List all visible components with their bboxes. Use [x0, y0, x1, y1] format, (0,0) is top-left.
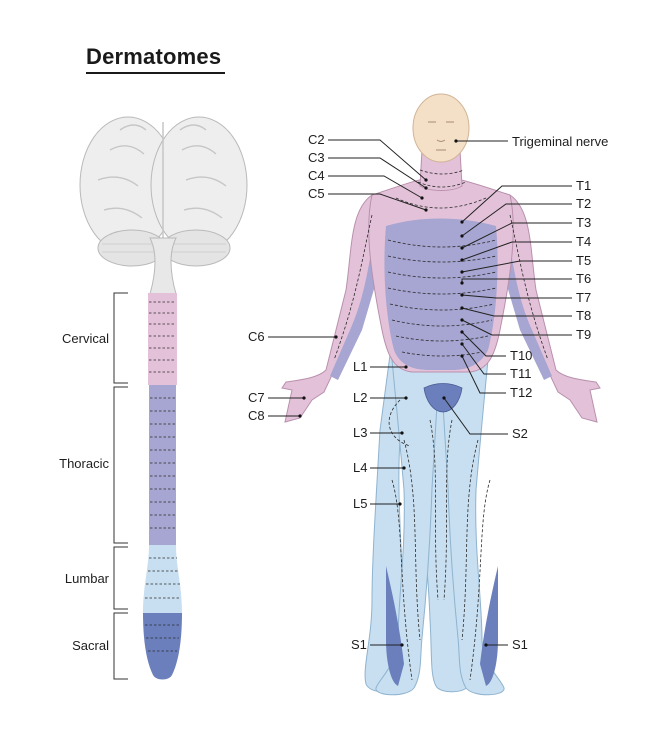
label-c4: C4: [308, 168, 325, 183]
label-l5: L5: [353, 496, 367, 511]
label-t8: T8: [576, 308, 591, 323]
label-l2: L2: [353, 390, 367, 405]
label-c5: C5: [308, 186, 325, 201]
cord-thoracic: [149, 385, 176, 545]
bracket-sacral: [113, 612, 128, 680]
label-s2: S2: [512, 426, 528, 441]
region-label-lumbar: Lumbar: [65, 571, 110, 586]
label-t9: T9: [576, 327, 591, 342]
label-t11: T11: [510, 366, 531, 381]
label-s1-left: S1: [351, 637, 367, 652]
region-label-sacral: Sacral: [72, 638, 109, 653]
cord-cervical: [148, 293, 177, 385]
label-l1: L1: [353, 359, 367, 374]
head: [412, 93, 470, 163]
label-l4: L4: [353, 460, 367, 475]
label-t2: T2: [576, 196, 591, 211]
label-t6: T6: [576, 271, 591, 286]
label-t10: T10: [510, 348, 532, 363]
label-t1: T1: [576, 178, 591, 193]
brain: [79, 116, 248, 295]
label-c6: C6: [248, 329, 265, 344]
right-s1-strip: [480, 566, 498, 686]
right-arm: [509, 194, 601, 423]
bracket-cervical: [113, 292, 128, 384]
label-c2: C2: [308, 132, 325, 147]
label-trigeminal-nerve: Trigeminal nerve: [512, 134, 608, 149]
title-underline: [86, 72, 225, 74]
label-t5: T5: [576, 253, 591, 268]
cord-sacral: [143, 613, 182, 680]
label-c7: C7: [248, 390, 265, 405]
left-s1-strip: [386, 566, 404, 686]
region-brackets: [113, 292, 128, 680]
right-leaders: [442, 139, 572, 647]
label-t12: T12: [510, 385, 532, 400]
page-title: Dermatomes: [86, 44, 222, 69]
label-c8: C8: [248, 408, 265, 423]
left-arm: [281, 194, 373, 423]
region-label-cervical: Cervical: [62, 331, 109, 346]
label-c3: C3: [308, 150, 325, 165]
label-l3: L3: [353, 425, 367, 440]
cord-lumbar: [143, 545, 182, 613]
left-leaders: [268, 139, 428, 647]
body-figure: [281, 93, 601, 696]
torso-thoracic: [384, 218, 498, 370]
region-label-thoracic: Thoracic: [59, 456, 109, 471]
bracket-lumbar: [113, 546, 128, 610]
label-t4: T4: [576, 234, 591, 249]
spinal-cord: [143, 293, 182, 680]
label-t3: T3: [576, 215, 591, 230]
label-s1-right: S1: [512, 637, 528, 652]
bracket-thoracic: [113, 386, 128, 544]
label-t7: T7: [576, 290, 591, 305]
